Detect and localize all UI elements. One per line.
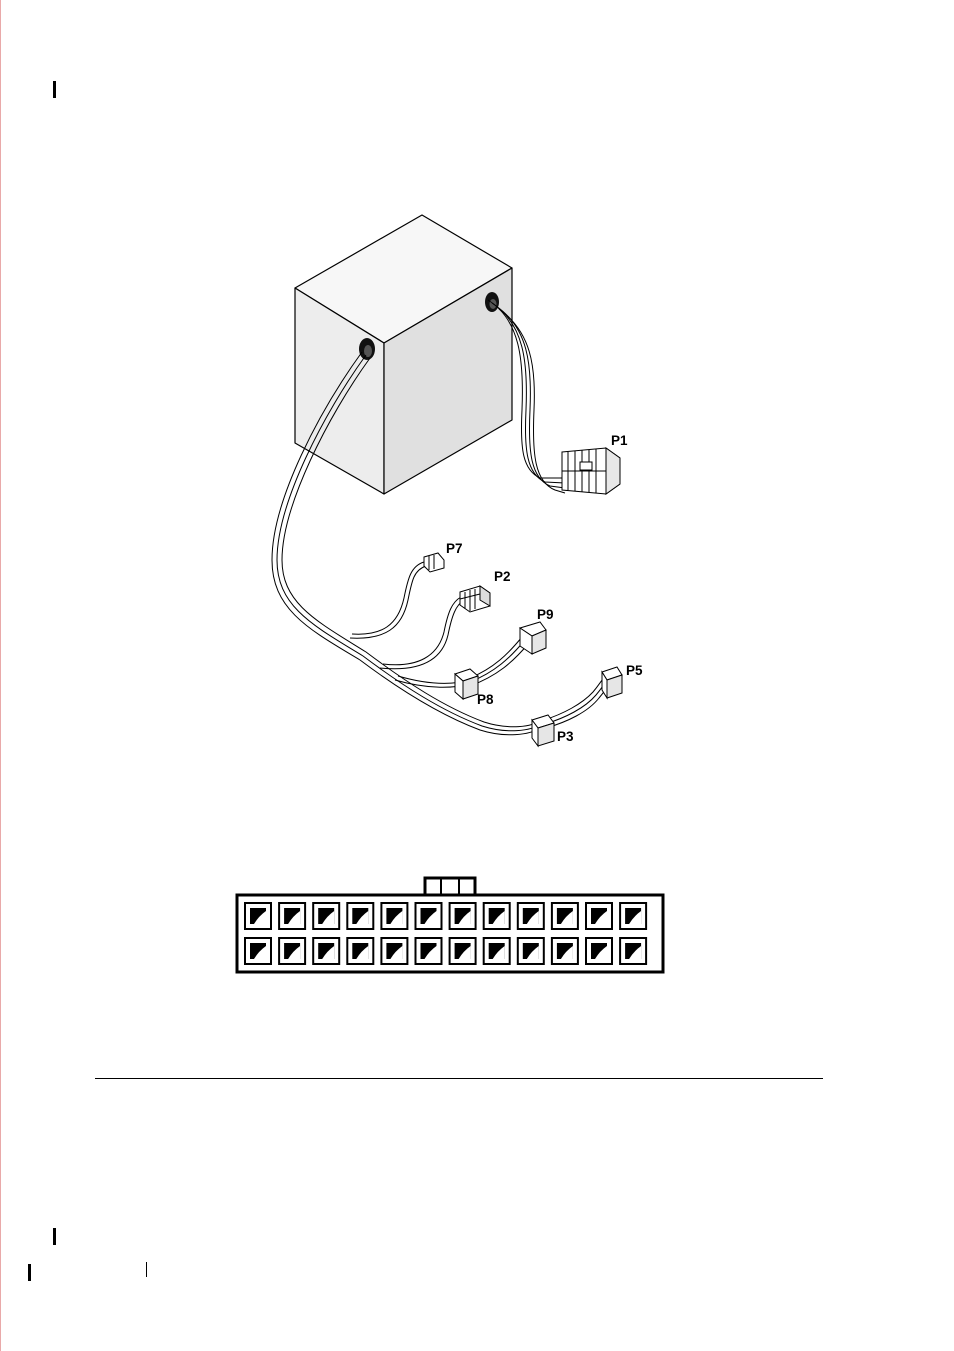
pin-cell <box>552 903 578 929</box>
p7-connector <box>424 553 444 572</box>
pin-cell <box>347 938 373 964</box>
pin-cell <box>518 903 544 929</box>
pin-cell <box>279 903 305 929</box>
p2-connector <box>460 586 490 612</box>
pin-cell <box>279 938 305 964</box>
label-p1: P1 <box>611 434 628 448</box>
power-supply-box <box>295 215 512 494</box>
pinout-connector <box>237 878 663 972</box>
label-p5: P5 <box>626 664 643 678</box>
pin-cell <box>484 903 510 929</box>
pin-cell <box>347 903 373 929</box>
pin-cell <box>381 938 407 964</box>
pin-cell <box>313 903 339 929</box>
pin-cell <box>484 938 510 964</box>
pin-cell <box>313 938 339 964</box>
pin-cell <box>620 938 646 964</box>
pin-cell <box>416 938 442 964</box>
p2-branch <box>380 597 464 669</box>
pin-cell <box>586 938 612 964</box>
pin-cell <box>450 903 476 929</box>
pin-cell <box>416 903 442 929</box>
p8-connector <box>455 669 478 699</box>
label-p2: P2 <box>494 570 511 584</box>
p7-branch <box>350 562 426 638</box>
label-p8: P8 <box>477 693 494 707</box>
label-p7: P7 <box>446 542 463 556</box>
p3-connector <box>532 715 554 746</box>
pin-cell <box>381 903 407 929</box>
label-p9: P9 <box>537 608 554 622</box>
p5-connector <box>602 667 622 698</box>
pin-cell <box>245 903 271 929</box>
pin-cell <box>245 938 271 964</box>
horizontal-rule <box>95 1078 823 1079</box>
pin-cell <box>552 938 578 964</box>
p9-connector <box>520 622 546 654</box>
pin-cell <box>518 938 544 964</box>
pin-cell <box>450 938 476 964</box>
p1-connector <box>562 448 620 494</box>
label-p3: P3 <box>557 730 574 744</box>
pin-cell <box>586 903 612 929</box>
pin-cell <box>620 903 646 929</box>
p3-p5-branch <box>544 679 609 728</box>
